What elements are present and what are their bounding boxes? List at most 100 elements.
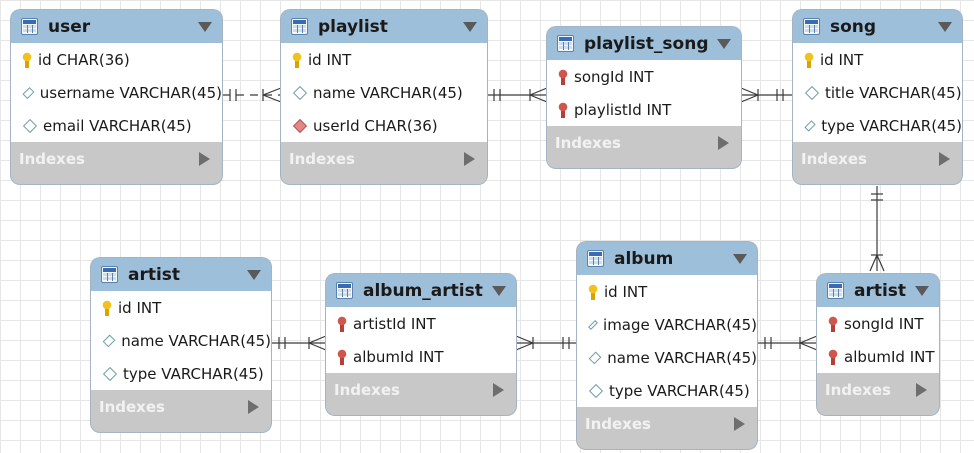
column-label: artistId INT — [353, 314, 436, 333]
table-song[interactable]: song id INT title VARCHAR(45) type VARCH… — [793, 10, 962, 184]
indexes-section[interactable]: Indexes — [281, 142, 487, 175]
collapse-arrow-icon[interactable] — [938, 22, 952, 32]
table-header[interactable]: playlist_song — [547, 27, 741, 60]
column-list: songId INT playlistId INT — [547, 60, 741, 126]
collapse-arrow-icon[interactable] — [198, 22, 212, 32]
relationship-user-playlist[interactable] — [222, 87, 282, 103]
relationship-album-album-artist[interactable] — [515, 335, 577, 351]
column-row[interactable]: email VARCHAR(45) — [11, 109, 222, 142]
table-header[interactable]: album — [577, 242, 757, 275]
column-row[interactable]: songId INT — [547, 60, 741, 93]
column-row[interactable]: name VARCHAR(45) — [577, 341, 757, 374]
table-playlist-song[interactable]: playlist_song songId INT playlistId INT … — [547, 27, 741, 168]
column-row[interactable]: albumId INT — [817, 340, 939, 373]
indexes-section[interactable]: Indexes — [547, 126, 741, 159]
table-artist-link[interactable]: artist songId INT albumId INT Indexes — [817, 274, 939, 415]
expand-arrow-icon[interactable] — [248, 399, 259, 414]
primary-key-icon — [22, 51, 32, 68]
table-icon — [827, 282, 844, 299]
table-icon — [803, 18, 820, 35]
column-label: name VARCHAR(45) — [313, 83, 463, 102]
table-name: album — [614, 248, 674, 269]
collapse-arrow-icon[interactable] — [463, 22, 477, 32]
relationship-artist-album-artist[interactable] — [271, 335, 327, 351]
column-label: userId CHAR(36) — [313, 116, 438, 135]
column-row[interactable]: userId CHAR(36) — [281, 109, 487, 142]
column-label: id INT — [820, 50, 864, 69]
column-row[interactable]: id INT — [281, 43, 487, 76]
column-label: image VARCHAR(45) — [603, 315, 757, 334]
column-label: name VARCHAR(45) — [607, 348, 757, 367]
column-row[interactable]: id INT — [577, 275, 757, 308]
table-header[interactable]: artist — [91, 258, 271, 291]
column-row[interactable]: username VARCHAR(45) — [11, 76, 222, 109]
table-artist[interactable]: artist id INT name VARCHAR(45) type VARC… — [91, 258, 271, 432]
column-label: id INT — [604, 282, 648, 301]
column-row[interactable]: id INT — [793, 43, 962, 76]
column-row[interactable]: id INT — [91, 291, 271, 324]
column-row[interactable]: type VARCHAR(45) — [91, 357, 271, 390]
column-row[interactable]: playlistId INT — [547, 93, 741, 126]
collapse-arrow-icon[interactable] — [717, 39, 731, 49]
table-header[interactable]: playlist — [281, 10, 487, 43]
primary-key-icon — [102, 299, 112, 316]
table-playlist[interactable]: playlist id INT name VARCHAR(45) userId … — [281, 10, 487, 184]
indexes-section[interactable]: Indexes — [91, 390, 271, 423]
indexes-section[interactable]: Indexes — [793, 142, 962, 175]
foreign-key-diamond-icon — [292, 118, 308, 133]
expand-arrow-icon[interactable] — [734, 416, 745, 431]
expand-arrow-icon[interactable] — [199, 151, 210, 166]
indexes-label: Indexes — [99, 397, 165, 416]
relationship-song-playlist-song[interactable] — [740, 87, 793, 103]
column-row[interactable]: image VARCHAR(45) — [577, 308, 757, 341]
table-header[interactable]: user — [11, 10, 222, 43]
table-icon — [101, 266, 118, 283]
collapse-arrow-icon[interactable] — [247, 270, 261, 280]
column-row[interactable]: albumId INT — [326, 340, 516, 373]
column-row[interactable]: type VARCHAR(45) — [577, 374, 757, 407]
column-diamond-icon — [102, 366, 118, 381]
expand-arrow-icon[interactable] — [464, 151, 475, 166]
column-row[interactable]: songId INT — [817, 307, 939, 340]
column-row[interactable]: artistId INT — [326, 307, 516, 340]
table-name: artist — [854, 280, 907, 301]
indexes-section[interactable]: Indexes — [817, 373, 939, 406]
relationship-song-artist[interactable] — [869, 186, 885, 272]
table-user[interactable]: user id CHAR(36) username VARCHAR(45) em… — [11, 10, 222, 184]
table-header[interactable]: song — [793, 10, 962, 43]
expand-arrow-icon[interactable] — [916, 382, 927, 397]
foreign-primary-key-icon — [558, 68, 568, 85]
column-diamond-icon — [804, 85, 820, 100]
indexes-section[interactable]: Indexes — [577, 407, 757, 440]
table-header[interactable]: artist — [817, 274, 939, 307]
column-row[interactable]: name VARCHAR(45) — [91, 324, 271, 357]
column-row[interactable]: title VARCHAR(45) — [793, 76, 962, 109]
collapse-arrow-icon[interactable] — [492, 286, 506, 296]
foreign-primary-key-icon — [828, 348, 838, 365]
column-row[interactable]: type VARCHAR(45) — [793, 109, 962, 142]
relationship-playlist-playlist-song[interactable] — [487, 87, 548, 103]
primary-key-icon — [804, 51, 814, 68]
collapse-arrow-icon[interactable] — [733, 254, 747, 264]
collapse-arrow-icon[interactable] — [915, 286, 929, 296]
column-list: id INT image VARCHAR(45) name VARCHAR(45… — [577, 275, 757, 407]
expand-arrow-icon[interactable] — [493, 382, 504, 397]
table-header[interactable]: album_artist — [326, 274, 516, 307]
expand-arrow-icon[interactable] — [939, 151, 950, 166]
column-label: type VARCHAR(45) — [609, 381, 750, 400]
column-row[interactable]: id CHAR(36) — [11, 43, 222, 76]
foreign-primary-key-icon — [558, 101, 568, 118]
relationship-album-artist[interactable] — [757, 335, 818, 351]
column-label: id INT — [308, 50, 352, 69]
indexes-section[interactable]: Indexes — [11, 142, 222, 175]
column-label: id CHAR(36) — [38, 50, 130, 69]
indexes-section[interactable]: Indexes — [326, 373, 516, 406]
column-row[interactable]: name VARCHAR(45) — [281, 76, 487, 109]
table-album[interactable]: album id INT image VARCHAR(45) name VARC… — [577, 242, 757, 449]
table-icon — [21, 18, 38, 35]
column-list: id INT name VARCHAR(45) userId CHAR(36) — [281, 43, 487, 142]
column-label: songId INT — [844, 314, 924, 333]
table-album-artist[interactable]: album_artist artistId INT albumId INT In… — [326, 274, 516, 415]
expand-arrow-icon[interactable] — [718, 135, 729, 150]
column-list: id INT name VARCHAR(45) type VARCHAR(45) — [91, 291, 271, 390]
